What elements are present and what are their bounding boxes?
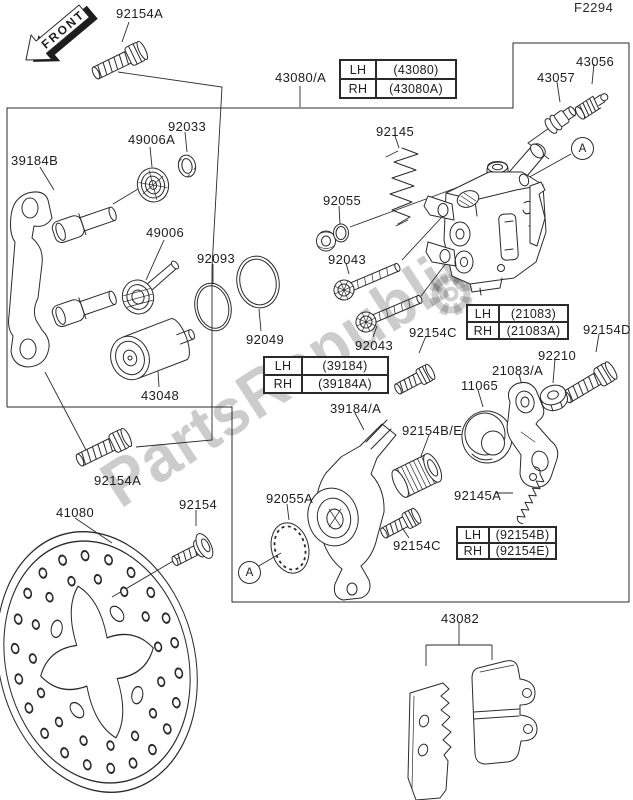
label-49006a: 49006A [128,132,176,147]
label-39184a: 39184/A [330,401,382,416]
label-92210: 92210 [538,348,577,363]
label-92154c-1: 92154C [409,325,457,340]
table-cell: RH [467,322,499,339]
oring-92055A [270,522,310,574]
table-92154-variants: LH (92154B) RH (92154E) [456,526,557,560]
label-43057: 43057 [537,70,576,85]
bolt-92154D [558,359,620,408]
spring-92145A [516,466,545,525]
cap-11065 [461,410,513,464]
oring-92055 [316,223,349,252]
label-92154d: 92154D [583,322,631,337]
table-cell: (92154E) [489,543,556,559]
carrier-39184A [307,419,397,601]
table-cell: LH [467,305,499,322]
label-92033: 92033 [168,119,207,134]
label-43080a: 43080/A [275,70,327,85]
bleeder-43056 [574,93,609,120]
label-92154a-bottom: 92154A [94,473,142,488]
label-49006: 49006 [146,225,185,240]
detail-marker-a-bottom: A [238,561,261,584]
table-43080-variants: LH (43080) RH (43080A) [339,59,457,99]
ring-92033 [177,154,197,178]
table-39184-variants: LH (39184) RH (39184A) [263,356,389,394]
table-cell: (92154B) [489,527,556,543]
screw-92154 [171,533,214,567]
label-92154a-top: 92154A [116,6,164,21]
piston-43048 [110,318,195,381]
bolt-92154C-1 [391,362,438,399]
adjuster-92154BE [391,453,443,498]
bolt-92154C-2 [377,506,424,543]
boot-49006 [121,260,180,315]
label-92154: 92154 [179,497,218,512]
table-cell: LH [264,357,302,375]
front-arrow: FRONT [25,4,98,62]
detail-marker-a-top: A [571,137,594,160]
label-92145: 92145 [376,124,415,139]
label-92093: 92093 [197,251,236,266]
caliper-43080 [423,143,547,296]
table-cell: (43080) [376,60,456,79]
oring-92093 [194,282,232,332]
bracket-39184B [8,191,53,368]
fiche-code: F2294 [574,0,614,15]
group-border [6,42,630,603]
bolt-92154A-bottom [72,426,135,471]
seal-49006A [136,167,170,203]
label-41080: 41080 [56,505,95,520]
bolt-43057 [544,106,577,134]
table-cell: (21083) [499,305,568,322]
label-92154c-2: 92154C [393,538,441,553]
slider-pin-2 [49,285,120,329]
nut-92210 [539,384,569,412]
table-21083-variants: LH (21083) RH (21083A) [466,304,569,340]
disc-41080 [0,531,198,793]
label-92154be: 92154B/E [402,423,463,438]
gear-icon [429,272,473,316]
table-cell: RH [340,79,376,98]
label-43082: 43082 [441,611,480,626]
label-92145a: 92145A [454,488,502,503]
label-92055a: 92055A [266,491,314,506]
label-11065: 11065 [461,378,499,393]
table-cell: LH [457,527,489,543]
label-92055: 92055 [323,193,362,208]
oring-92049 [236,255,280,309]
label-43048: 43048 [141,388,180,403]
label-39184b: 39184B [11,153,59,168]
label-92043-1: 92043 [328,252,367,267]
brakepads-43082 [407,660,538,800]
table-cell: (39184A) [302,375,388,393]
slider-pin-1 [49,201,120,245]
bolt-92154A-top [88,39,151,84]
table-cell: RH [264,375,302,393]
table-cell: (43080A) [376,79,456,98]
table-cell: LH [340,60,376,79]
padspring-92145 [385,147,419,227]
label-92049: 92049 [246,332,285,347]
label-21083a: 21083/A [492,363,544,378]
table-cell: RH [457,543,489,559]
table-cell: (39184) [302,357,388,375]
table-cell: (21083A) [499,322,568,339]
label-92043-2: 92043 [355,338,394,353]
arm-21083A [506,382,559,488]
label-43056: 43056 [576,54,615,69]
